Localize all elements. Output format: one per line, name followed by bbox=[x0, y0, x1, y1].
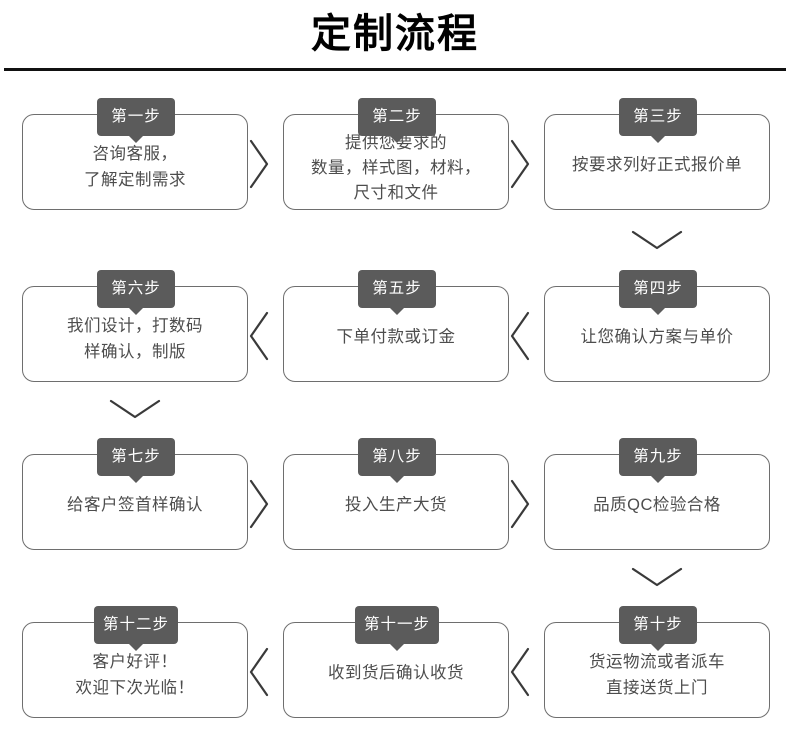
step-text-line: 尺寸和文件 bbox=[353, 183, 439, 202]
step-text-line: 咨询客服， bbox=[92, 145, 178, 163]
chevron-down-icon bbox=[107, 396, 163, 422]
step-text: 下单付款或订金 bbox=[283, 286, 509, 382]
page-header: 定制流程 bbox=[0, 0, 790, 76]
step-text: 客户好评！ 欢迎下次光临！ bbox=[22, 622, 248, 718]
chevron-left-icon bbox=[246, 646, 272, 698]
step-label-tab: 第四步 bbox=[619, 270, 697, 308]
step-text-line: 收到货后确认收货 bbox=[328, 664, 464, 682]
step-text-line: 数量，样式图，材料， bbox=[311, 158, 481, 177]
step-label-tab: 第七步 bbox=[97, 438, 175, 476]
step-text-line: 投入生产大货 bbox=[345, 496, 447, 514]
step-text: 投入生产大货 bbox=[283, 454, 509, 550]
step-text-line: 欢迎下次光临！ bbox=[75, 679, 195, 697]
customization-flow-diagram: 咨询客服， 了解定制需求 第一步 提供您要求的 数量，样式图，材料， 尺寸和文件… bbox=[0, 76, 790, 754]
chevron-left-icon bbox=[246, 310, 272, 362]
step-label-tab: 第二步 bbox=[358, 98, 436, 136]
step-label-tab: 第九步 bbox=[619, 438, 697, 476]
chevron-left-icon bbox=[507, 646, 533, 698]
step-label-tab: 第十一步 bbox=[354, 606, 440, 644]
step-label-tab: 第五步 bbox=[358, 270, 436, 308]
step-label-tab: 第六步 bbox=[97, 270, 175, 308]
chevron-down-icon bbox=[629, 564, 685, 590]
step-text-line: 下单付款或订金 bbox=[336, 328, 456, 346]
step-text-line: 我们设计，打数码 bbox=[67, 317, 203, 335]
flow-step-7[interactable]: 给客户签首样确认 第七步 bbox=[22, 438, 250, 552]
step-label-tab: 第十二步 bbox=[93, 606, 179, 644]
flow-step-4[interactable]: 让您确认方案与单价 第四步 bbox=[544, 270, 772, 384]
step-text: 我们设计，打数码 样确认，制版 bbox=[22, 286, 248, 382]
flow-step-10[interactable]: 货运物流或者派车 直接送货上门 第十步 bbox=[544, 606, 772, 720]
step-text-line: 给客户签首样确认 bbox=[67, 496, 203, 514]
step-text-line: 样确认，制版 bbox=[84, 343, 186, 361]
step-text-line: 让您确认方案与单价 bbox=[580, 328, 734, 346]
step-text-line: 品质QC检验合格 bbox=[593, 496, 721, 514]
step-text: 按要求列好正式报价单 bbox=[544, 114, 770, 210]
step-text: 品质QC检验合格 bbox=[544, 454, 770, 550]
chevron-right-icon bbox=[246, 138, 272, 190]
flow-step-12[interactable]: 客户好评！ 欢迎下次光临！ 第十二步 bbox=[22, 606, 250, 720]
chevron-right-icon bbox=[507, 478, 533, 530]
step-label-tab: 第十步 bbox=[619, 606, 697, 644]
step-label-tab: 第三步 bbox=[619, 98, 697, 136]
step-text: 货运物流或者派车 直接送货上门 bbox=[544, 622, 770, 718]
step-text-line: 按要求列好正式报价单 bbox=[572, 156, 742, 174]
step-text: 给客户签首样确认 bbox=[22, 454, 248, 550]
step-text-line: 了解定制需求 bbox=[84, 171, 186, 189]
chevron-right-icon bbox=[246, 478, 272, 530]
flow-step-11[interactable]: 收到货后确认收货 第十一步 bbox=[283, 606, 511, 720]
step-text: 提供您要求的 数量，样式图，材料， 尺寸和文件 bbox=[283, 114, 509, 210]
flow-step-2[interactable]: 提供您要求的 数量，样式图，材料， 尺寸和文件 第二步 bbox=[283, 98, 511, 212]
flow-step-6[interactable]: 我们设计，打数码 样确认，制版 第六步 bbox=[22, 270, 250, 384]
title-divider bbox=[4, 68, 786, 71]
chevron-down-icon bbox=[629, 227, 685, 253]
page-title: 定制流程 bbox=[311, 12, 479, 56]
step-text-line: 客户好评！ bbox=[92, 653, 178, 671]
flow-step-1[interactable]: 咨询客服， 了解定制需求 第一步 bbox=[22, 98, 250, 212]
step-text: 咨询客服， 了解定制需求 bbox=[22, 114, 248, 210]
chevron-right-icon bbox=[507, 138, 533, 190]
step-text-line: 直接送货上门 bbox=[606, 679, 708, 697]
step-text: 收到货后确认收货 bbox=[283, 622, 509, 718]
step-text: 让您确认方案与单价 bbox=[544, 286, 770, 382]
flow-step-3[interactable]: 按要求列好正式报价单 第三步 bbox=[544, 98, 772, 212]
step-label-tab: 第八步 bbox=[358, 438, 436, 476]
step-label-tab: 第一步 bbox=[97, 98, 175, 136]
step-text-line: 货运物流或者派车 bbox=[589, 653, 725, 671]
flow-step-5[interactable]: 下单付款或订金 第五步 bbox=[283, 270, 511, 384]
flow-step-8[interactable]: 投入生产大货 第八步 bbox=[283, 438, 511, 552]
flow-step-9[interactable]: 品质QC检验合格 第九步 bbox=[544, 438, 772, 552]
chevron-left-icon bbox=[507, 310, 533, 362]
